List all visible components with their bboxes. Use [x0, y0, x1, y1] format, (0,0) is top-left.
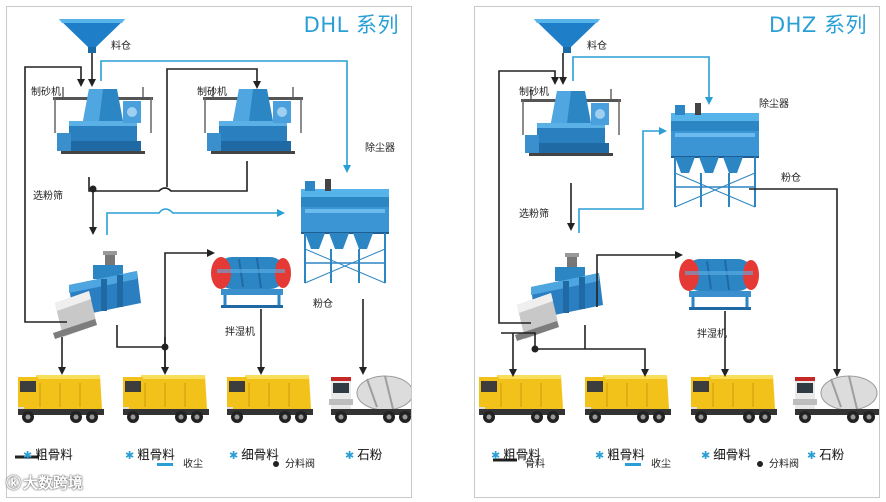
humidifier-icon — [209, 255, 293, 310]
dust-line — [578, 127, 667, 233]
dhl-flow-diagram — [15, 19, 411, 459]
dust-line — [106, 208, 285, 235]
dhz-flow-diagram — [478, 19, 879, 462]
watermark-logo-icon: ⓚ — [6, 474, 22, 492]
valve-dot — [161, 343, 169, 351]
label-sand-maker-2: 制砂机 — [197, 87, 227, 98]
product-label: ✱细骨料 — [229, 447, 279, 462]
label-humidifier: 拌湿机 — [225, 327, 255, 338]
dump-truck-icon — [226, 374, 314, 424]
legend-valve: 分料阀 — [273, 455, 315, 470]
legend-aggregate: 骨料 — [525, 459, 545, 470]
humidifier-icon — [677, 257, 761, 312]
label-dust-collector: 除尘器 — [365, 143, 395, 154]
flow-line — [88, 161, 248, 192]
series-title: DHZ 系列 — [768, 13, 867, 37]
dhz-series-panel: DHZ 系列 料仓 制砂机 除尘器 粉仓 选粉筛 — [474, 6, 880, 498]
star-icon: ✱ — [125, 449, 135, 462]
product-label: ✱石粉 — [807, 447, 845, 462]
screen-icon — [515, 253, 603, 341]
legend-dust-swatch — [625, 462, 641, 466]
star-icon: ✱ — [345, 449, 355, 462]
product-label: ✱粗骨料 — [125, 447, 175, 462]
star-icon: ✱ — [229, 449, 239, 462]
product-label: ✱粗骨料 — [491, 447, 541, 462]
dump-truck-icon — [584, 374, 672, 424]
dhl-series-panel: DHL 系列 — [6, 6, 412, 498]
dust-collector-icon — [670, 102, 760, 208]
label-dust-collector: 除尘器 — [759, 99, 789, 110]
flow-line — [498, 70, 559, 324]
legend-dust: 收尘 — [157, 455, 203, 470]
legend-dust-swatch — [157, 462, 173, 466]
sand-maker-icon — [52, 86, 154, 155]
star-icon: ✱ — [807, 449, 817, 462]
sand-maker-icon — [520, 88, 622, 157]
star-icon: ✱ — [23, 449, 33, 462]
mixer-truck-icon — [792, 375, 879, 424]
legend-dust: 收尘 — [625, 455, 671, 470]
flow-line — [164, 249, 215, 373]
star-icon: ✱ — [595, 449, 605, 462]
legend-valve: 分料阀 — [757, 455, 799, 470]
label-screen: 选粉筛 — [33, 191, 63, 202]
label-silo: 粉仓 — [781, 173, 801, 184]
star-icon: ✱ — [491, 449, 501, 462]
flow-line — [24, 66, 85, 323]
label-silo: 粉仓 — [313, 299, 333, 310]
label-sand-maker: 制砂机 — [519, 87, 549, 98]
screen-icon — [53, 251, 141, 339]
dust-line — [572, 56, 713, 105]
product-label: ✱粗骨料 — [23, 447, 73, 462]
mixer-truck-icon — [328, 375, 411, 424]
valve-dot — [89, 185, 97, 193]
flow-line — [596, 251, 683, 307]
dump-truck-icon — [690, 374, 778, 424]
product-label: ✱细骨料 — [701, 447, 751, 462]
label-hopper: 料仓 — [587, 41, 607, 52]
dump-truck-icon — [122, 374, 210, 424]
valve-dot — [531, 345, 539, 353]
label-screen: 选粉筛 — [519, 209, 549, 220]
dust-collector-icon — [300, 178, 390, 284]
legend-valve-dot — [757, 461, 763, 467]
legend-valve-dot — [273, 461, 279, 467]
product-label: ✱石粉 — [345, 447, 383, 462]
label-hopper: 料仓 — [111, 41, 131, 52]
dump-truck-icon — [478, 374, 566, 424]
series-title: DHL 系列 — [303, 13, 399, 37]
flow-line — [166, 68, 261, 187]
flow-line — [501, 332, 649, 377]
label-humidifier: 拌湿机 — [697, 329, 727, 340]
star-icon: ✱ — [701, 449, 711, 462]
flow-line — [749, 188, 841, 377]
dust-line — [100, 60, 351, 173]
dump-truck-icon — [17, 374, 105, 424]
product-label: ✱粗骨料 — [595, 447, 645, 462]
label-sand-maker-1: 制砂机 — [31, 87, 61, 98]
flow-line — [116, 325, 165, 348]
